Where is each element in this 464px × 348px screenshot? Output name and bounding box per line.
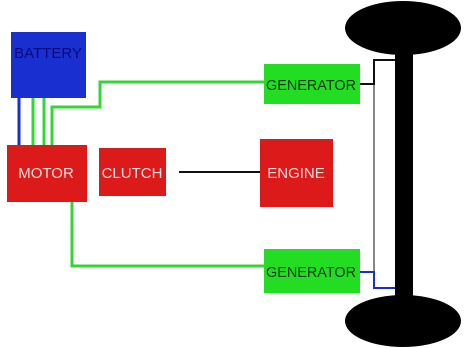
bottom-wheel <box>345 295 461 347</box>
engine-box <box>260 139 333 207</box>
generator-top-axle-link <box>360 59 396 85</box>
top-wheel <box>345 1 461 55</box>
generator-bottom-axle-link <box>360 271 396 289</box>
motor-generator-bottom-wire <box>70 202 264 268</box>
motor-box <box>7 145 87 202</box>
axle <box>395 45 413 303</box>
battery-block: BATTERY <box>11 32 86 98</box>
generator-bottom-block: GENERATOR <box>264 249 360 293</box>
clutch-box <box>99 148 166 196</box>
clutch-block: CLUTCH <box>99 148 166 196</box>
clutch-label: CLUTCH <box>102 165 163 182</box>
engine-block: ENGINE <box>260 139 333 207</box>
battery-label: BATTERY <box>14 45 82 62</box>
generator-top-box <box>264 64 360 104</box>
engine-label: ENGINE <box>267 165 325 182</box>
generator-bottom-label: GENERATOR <box>266 264 356 281</box>
generator-bottom-box <box>264 249 360 293</box>
motor-block: MOTOR <box>7 145 87 202</box>
generator-top-label: GENERATOR <box>266 77 356 94</box>
generator-top-block: GENERATOR <box>264 64 360 104</box>
motor-label: MOTOR <box>18 165 74 182</box>
motor-generator-top-wire <box>50 80 264 145</box>
battery-box <box>11 32 86 98</box>
